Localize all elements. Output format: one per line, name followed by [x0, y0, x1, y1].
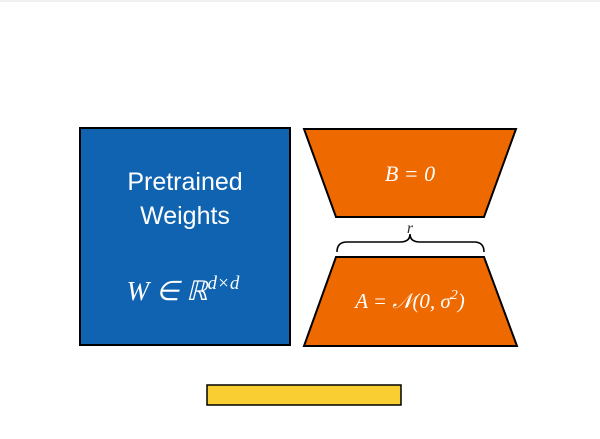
matrix-a-label-prefix: A = 𝒩(0, σ — [353, 289, 452, 313]
matrix-a-label-suffix: ) — [457, 289, 465, 313]
matrix-b-block: B = 0 — [302, 128, 518, 218]
input-bar — [206, 384, 402, 406]
matrix-b-label: B = 0 — [385, 161, 435, 186]
pretrained-weights-box — [79, 127, 291, 346]
rank-label: r — [407, 220, 414, 237]
matrix-a-block: A = 𝒩(0, σ2) — [302, 256, 519, 347]
pretrained-formula-main: W ∈ ℝ — [127, 276, 210, 306]
pretrained-title-line2: Weights — [140, 202, 230, 230]
rank-brace-curve — [336, 233, 485, 253]
pretrained-title-line1: Pretrained — [127, 168, 242, 196]
rank-brace: r — [336, 220, 485, 253]
matrix-a-label: A = 𝒩(0, σ2) — [353, 288, 465, 313]
pretrained-formula: W ∈ ℝd×d — [127, 273, 240, 306]
pretrained-formula-sup: d×d — [208, 273, 240, 294]
matrix-a-label-sup: 2 — [451, 288, 458, 303]
matrix-a-trapezoid — [302, 256, 519, 347]
pretrained-weights-block: Pretrained Weights W ∈ ℝd×d — [79, 127, 291, 346]
matrix-b-trapezoid — [302, 128, 518, 218]
